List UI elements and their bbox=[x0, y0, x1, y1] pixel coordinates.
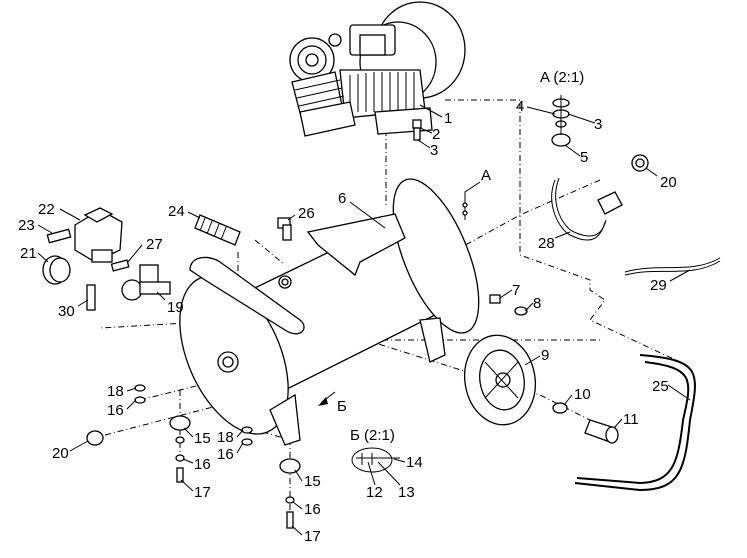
label-5: 5 bbox=[580, 149, 588, 166]
label-2: 2 bbox=[432, 126, 440, 143]
label-9: 9 bbox=[541, 347, 549, 364]
label-27: 27 bbox=[146, 236, 163, 253]
label-13: 13 bbox=[398, 484, 415, 501]
wheel bbox=[464, 334, 536, 426]
fitting-23 bbox=[46, 228, 72, 244]
view-arrow-a bbox=[462, 181, 481, 220]
label-16a: 16 bbox=[194, 456, 211, 473]
label-19: 19 bbox=[167, 299, 184, 316]
detail-a-title: A (2:1) bbox=[540, 69, 584, 86]
foot-left bbox=[134, 384, 191, 483]
label-18b: 18 bbox=[217, 429, 234, 446]
detail-b-assembly bbox=[351, 447, 400, 473]
air-tank bbox=[179, 178, 480, 446]
view-arrow-a-label: A bbox=[481, 167, 491, 184]
pressure-gauge-21 bbox=[42, 255, 71, 285]
label-30: 30 bbox=[58, 303, 75, 320]
label-26: 26 bbox=[298, 205, 315, 222]
label-20b: 20 bbox=[52, 445, 69, 462]
label-17a: 17 bbox=[194, 484, 211, 501]
label-15b: 15 bbox=[304, 473, 321, 490]
regulator-19 bbox=[121, 264, 171, 301]
label-23: 23 bbox=[18, 217, 35, 234]
fitting-27 bbox=[110, 259, 130, 272]
label-8: 8 bbox=[533, 295, 541, 312]
handle-pipe bbox=[574, 354, 696, 492]
label-1: 1 bbox=[444, 110, 452, 127]
fitting-26 bbox=[277, 217, 292, 241]
leader-lines bbox=[37, 104, 691, 536]
motor-bolt-2 bbox=[412, 119, 422, 141]
label-17b: 17 bbox=[304, 528, 321, 545]
compressor-motor-unit bbox=[289, 1, 466, 137]
label-22: 22 bbox=[38, 201, 55, 218]
part-labels: 1 2 3 3 4 5 6 7 8 9 10 11 12 13 14 15 15… bbox=[18, 98, 677, 545]
nut-7-washer-8 bbox=[489, 294, 528, 316]
label-4: 4 bbox=[516, 98, 524, 115]
label-16d: 16 bbox=[304, 501, 321, 518]
pressure-switch bbox=[74, 207, 123, 263]
label-28: 28 bbox=[538, 235, 555, 252]
label-3a: 3 bbox=[430, 142, 438, 159]
detail-a-assembly bbox=[551, 95, 571, 147]
label-16b: 16 bbox=[107, 402, 124, 419]
valve-30 bbox=[86, 284, 96, 311]
label-21: 21 bbox=[20, 245, 37, 262]
label-10: 10 bbox=[574, 386, 591, 403]
detail-b-title: Б (2:1) bbox=[350, 427, 395, 444]
drain-nut-20-bottom bbox=[86, 430, 104, 446]
hose-24 bbox=[194, 214, 241, 246]
label-25: 25 bbox=[652, 378, 669, 395]
label-15a: 15 bbox=[194, 430, 211, 447]
drain-nut-20-top bbox=[631, 154, 649, 172]
label-3b: 3 bbox=[594, 116, 602, 133]
label-12: 12 bbox=[366, 484, 383, 501]
label-20a: 20 bbox=[660, 174, 677, 191]
label-11: 11 bbox=[623, 411, 639, 428]
label-7: 7 bbox=[512, 282, 520, 299]
cable-29 bbox=[624, 257, 721, 273]
foot-right bbox=[241, 426, 301, 529]
label-18a: 18 bbox=[107, 383, 124, 400]
power-cord bbox=[551, 179, 606, 241]
label-16c: 16 bbox=[217, 446, 234, 463]
label-29: 29 bbox=[650, 277, 667, 294]
label-6: 6 bbox=[338, 190, 346, 207]
label-24: 24 bbox=[168, 203, 185, 220]
view-arrow-b-label: Б bbox=[337, 398, 347, 415]
label-14: 14 bbox=[406, 454, 423, 471]
view-arrow-b bbox=[318, 391, 336, 406]
axle-10-11 bbox=[552, 402, 619, 444]
